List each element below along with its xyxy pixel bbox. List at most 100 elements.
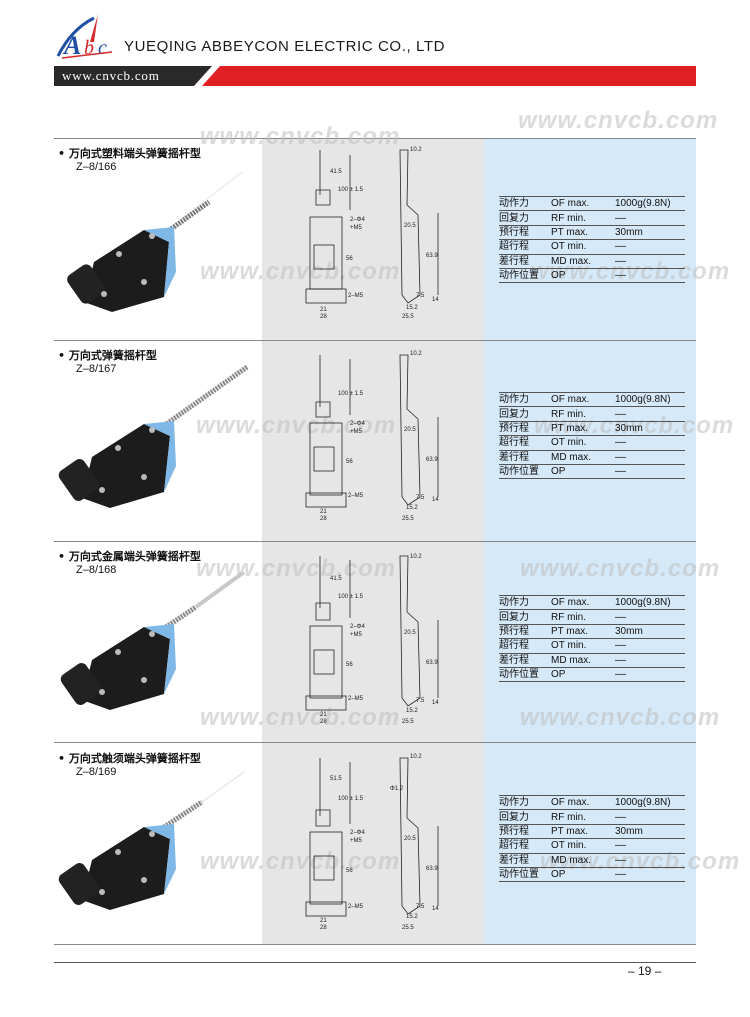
product-model: Z–8/169 <box>76 766 117 778</box>
row-divider <box>54 138 696 139</box>
dim-label: 51.5 <box>330 776 342 782</box>
product-name: • 万向式弹簧摇杆型 <box>58 349 157 362</box>
dim-label: 14 <box>432 297 439 303</box>
dim-label: 28 <box>320 516 327 522</box>
dim-label: 25.5 <box>402 314 414 320</box>
dimension-drawing: 10.2 100 ± 1.5 2–Φ4 +M5 20.5 56 63.9 2–M… <box>305 351 439 522</box>
dim-label: 21 <box>320 712 327 718</box>
dim-label: +M5 <box>350 838 363 844</box>
dim-label: 25.5 <box>402 719 414 725</box>
dim-label: +M5 <box>350 429 363 435</box>
dim-label: 15.2 <box>406 914 418 920</box>
page-number: – 19 – <box>628 964 662 978</box>
drawing-cell <box>262 341 484 541</box>
website-url: www.cnvcb.com <box>62 68 160 83</box>
dim-label: 20.5 <box>404 630 416 636</box>
dim-label: 100 ± 1.5 <box>338 391 364 397</box>
product-model: Z–8/166 <box>76 161 117 173</box>
row-divider <box>54 944 696 945</box>
dim-label: 41.5 <box>330 576 342 582</box>
dim-label: 7.5 <box>416 293 425 299</box>
watermark: www.cnvcb.com <box>518 107 719 134</box>
dim-label: 28 <box>320 719 327 725</box>
dim-label: 15.2 <box>406 708 418 714</box>
dim-label: 2–Φ4 <box>350 624 365 630</box>
dimension-drawing: 41.5 100 ± 1.5 10.2 2–Φ4 +M5 20.5 56 63.… <box>305 147 439 320</box>
dim-label: 56 <box>346 662 353 668</box>
dim-label: 14 <box>432 700 439 706</box>
company-name: YUEQING ABBEYCON ELECTRIC CO., LTD <box>124 38 446 55</box>
product-title: • 万向式弹簧摇杆型 Z–8/167 <box>58 347 157 375</box>
dim-label: 28 <box>320 925 327 931</box>
dim-label: 20.5 <box>404 223 416 229</box>
dim-label: 14 <box>432 906 439 912</box>
dim-label: 28 <box>320 314 327 320</box>
product-photo <box>58 772 245 910</box>
dim-label: 2–M5 <box>348 904 364 910</box>
row-divider <box>54 340 696 341</box>
dim-label: 2–Φ4 <box>350 830 365 836</box>
dim-label: 21 <box>320 509 327 515</box>
dim-label: 56 <box>346 256 353 262</box>
dim-label: 15.2 <box>406 505 418 511</box>
dim-label: 2–Φ4 <box>350 217 365 223</box>
dim-label: 25.5 <box>402 925 414 931</box>
dimension-drawing: 51.5 100 ± 1.5 10.2 Φ1.2 2–Φ4 +M5 20.5 5… <box>305 754 439 931</box>
svg-text:c: c <box>98 37 107 59</box>
row-divider <box>54 742 696 743</box>
dim-label: 20.5 <box>404 836 416 842</box>
product-model: Z–8/167 <box>76 363 117 375</box>
dim-label: 20.5 <box>404 427 416 433</box>
product-photo <box>67 172 243 312</box>
dim-label: 25.5 <box>402 516 414 522</box>
product-model: Z–8/168 <box>76 564 117 576</box>
dim-label: 2–M5 <box>348 493 364 499</box>
dim-label: 21 <box>320 918 327 924</box>
dim-label: 14 <box>432 497 439 503</box>
dim-label: 21 <box>320 307 327 313</box>
product-title: • 万向式塑料端头弹簧摇杆型 Z–8/166 <box>58 145 201 173</box>
dim-label: 2–M5 <box>348 696 364 702</box>
dim-label: 100 ± 1.5 <box>338 187 364 193</box>
product-name: • 万向式金属端头弹簧摇杆型 <box>58 550 201 563</box>
dim-label: 7.5 <box>416 698 425 704</box>
dim-label: 2–M5 <box>348 293 364 299</box>
svg-text:A: A <box>62 31 81 60</box>
dim-label: 63.9 <box>426 866 438 872</box>
dim-label: 7.5 <box>416 495 425 501</box>
product-title: • 万向式触须端头弹簧摇杆型 Z–8/169 <box>58 750 201 778</box>
dim-label: 10.2 <box>410 147 422 153</box>
dim-label: 41.5 <box>330 169 342 175</box>
drawing-cell <box>262 542 484 742</box>
dim-label: 100 ± 1.5 <box>338 796 364 802</box>
dim-label: 63.9 <box>426 660 438 666</box>
product-photo <box>60 572 246 710</box>
dim-label: +M5 <box>350 225 363 231</box>
product-photo <box>58 364 249 508</box>
drawing-cell <box>262 139 484 340</box>
footer-rule <box>54 962 696 963</box>
dim-label: 63.9 <box>426 253 438 259</box>
dim-label: Φ1.2 <box>390 786 404 792</box>
